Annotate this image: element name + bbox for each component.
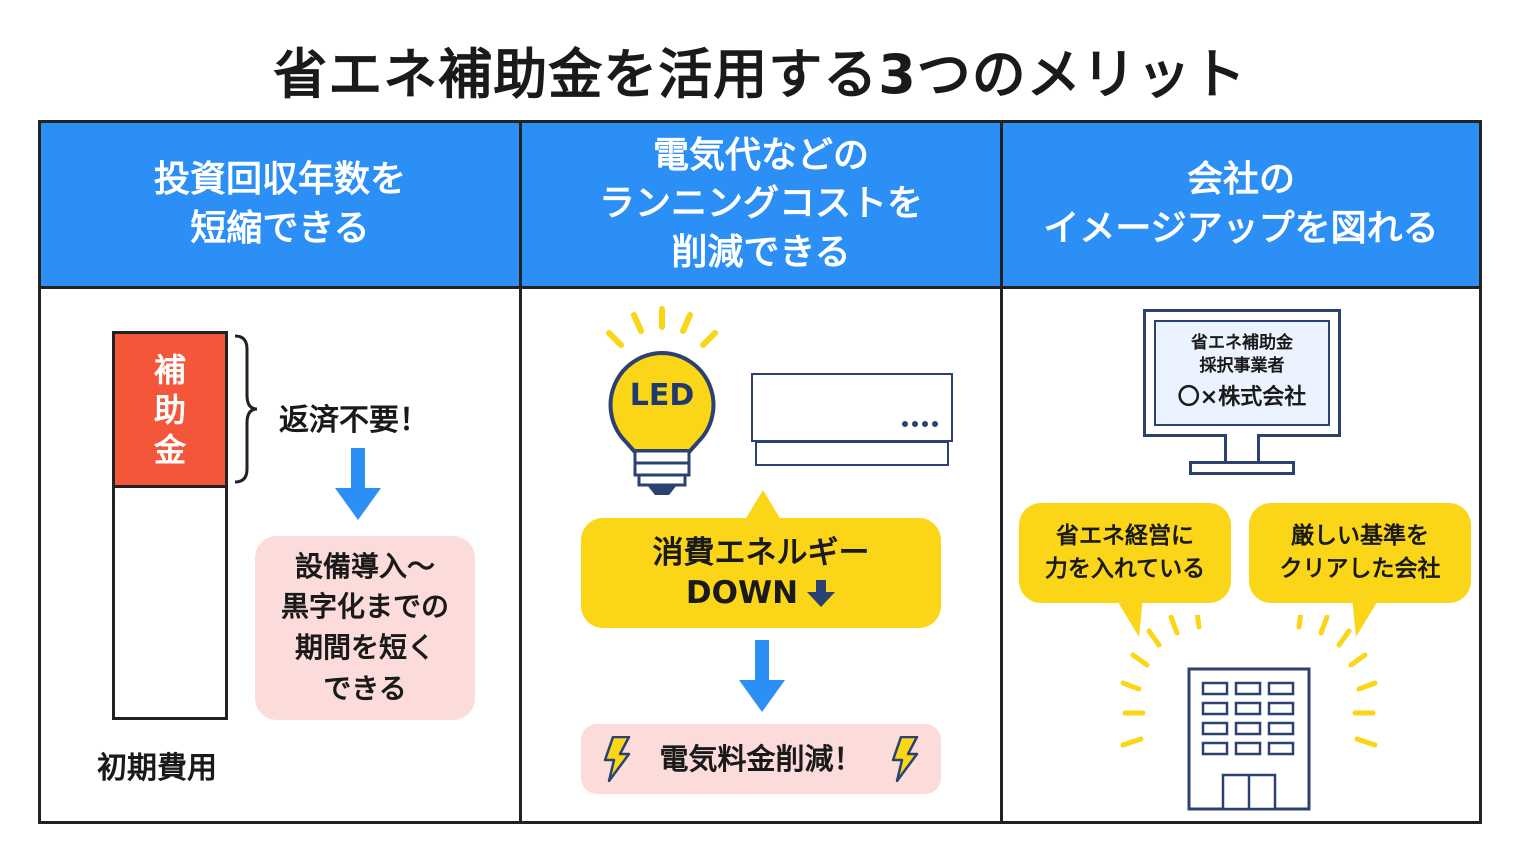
payback-result-box: 設備導入〜 黒字化までの 期間を短く できる [255, 536, 475, 720]
bubble-tail-right [1352, 597, 1380, 637]
monitor-line1: 省エネ補助金 [1191, 333, 1293, 354]
repayment-text: 返済不要！ [279, 403, 429, 438]
speech-bubble-left: 省エネ経営に 力を入れている [1019, 503, 1231, 603]
electricity-saving-box: 電気料金削減！ [581, 724, 941, 794]
air-conditioner-icon [751, 373, 953, 442]
column-divider [1000, 123, 1003, 821]
energy-line2: DOWN [685, 575, 799, 611]
air-conditioner-vent [755, 441, 949, 466]
header-payback: 投資回収年数を 短縮できる [41, 123, 519, 286]
down-arrow-icon [335, 448, 381, 520]
column-divider [519, 123, 522, 821]
led-label: LED [629, 378, 695, 413]
page-title: 省エネ補助金を活用する3つのメリット [273, 43, 1247, 106]
initial-cost-caption: 初期費用 [97, 751, 217, 786]
subsidy-segment: 補 助 金 [115, 334, 225, 488]
merits-table: 投資回収年数を 短縮できる 電気代などの ランニングコストを 削減できる 会社の… [38, 120, 1482, 824]
speech-bubble-right: 厳しい基準を クリアした会社 [1249, 503, 1471, 603]
curly-brace-icon [234, 334, 258, 484]
monitor-line2: 採択事業者 [1199, 355, 1285, 376]
monitor-stand [1224, 434, 1260, 464]
down-arrow-icon [807, 580, 836, 608]
lightning-icon [603, 736, 631, 782]
down-arrow-icon [739, 640, 785, 712]
callout-pointer [745, 490, 781, 520]
bubble-tail-left [1115, 597, 1143, 637]
header-image-up: 会社の イメージアップを図れる [1003, 123, 1479, 286]
energy-line1: 消費エネルギー [652, 534, 870, 571]
header-divider [41, 286, 1479, 289]
indicator-dots-icon [902, 421, 938, 427]
monitor-line3: 〇×株式会社 [1177, 384, 1307, 410]
monitor-base [1189, 461, 1295, 475]
monitor-icon: 省エネ補助金 採択事業者 〇×株式会社 [1143, 309, 1341, 437]
energy-down-box: 消費エネルギー DOWN [581, 518, 941, 628]
monitor-screen: 省エネ補助金 採択事業者 〇×株式会社 [1154, 320, 1330, 426]
office-building-icon [1120, 615, 1378, 811]
header-running-cost: 電気代などの ランニングコストを 削減できる [522, 123, 1000, 286]
lightning-icon [891, 736, 919, 782]
initial-cost-bar: 補 助 金 [112, 331, 228, 720]
electricity-saving-text: 電気料金削減！ [659, 741, 863, 776]
lightbulb-icon [606, 306, 718, 495]
